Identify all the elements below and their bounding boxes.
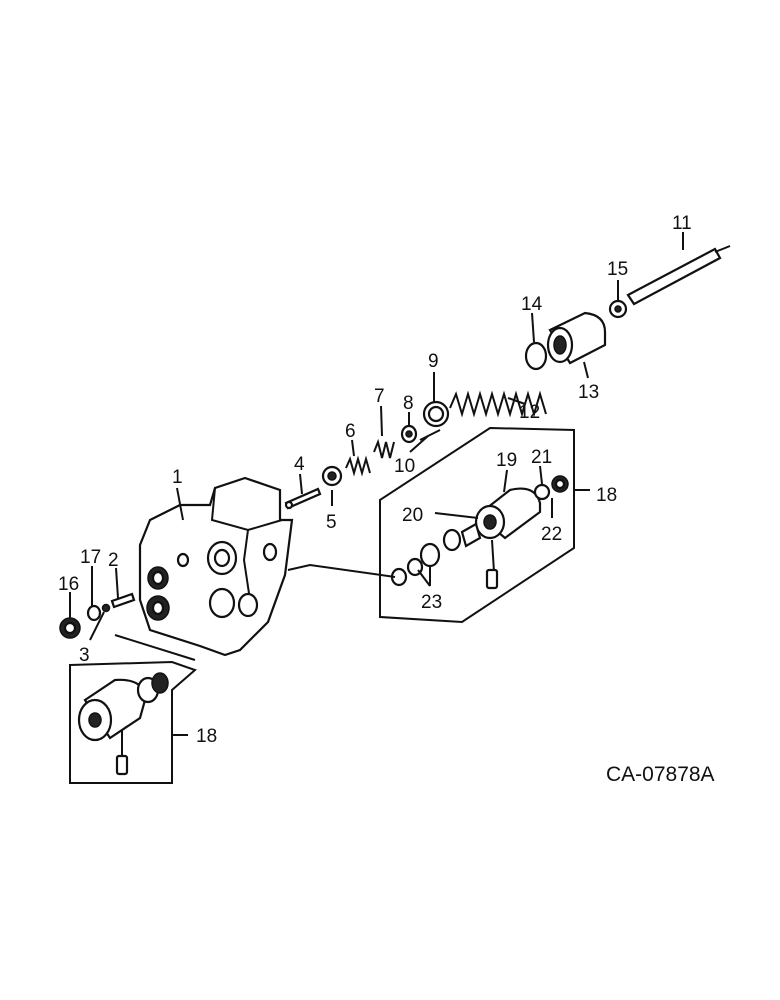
callout-9: 9 — [428, 351, 439, 372]
callout-4: 4 — [294, 454, 305, 475]
callout-11: 11 — [672, 213, 692, 234]
callout-16: 16 — [58, 574, 79, 595]
housing-13 — [546, 311, 607, 365]
spring-7 — [373, 438, 395, 459]
callout-19: 19 — [496, 450, 517, 471]
rod-11 — [626, 245, 731, 306]
callout-3: 3 — [79, 645, 90, 666]
callout-7: 7 — [374, 386, 385, 407]
callout-5: 5 — [326, 512, 337, 533]
ring-14 — [524, 341, 548, 371]
callout-12: 12 — [519, 402, 540, 423]
callout-17: 17 — [80, 547, 101, 568]
callout-21: 21 — [531, 447, 552, 468]
ball-3 — [101, 603, 111, 613]
callout-14: 14 — [521, 294, 543, 315]
callout-8: 8 — [403, 393, 414, 414]
callout-20: 20 — [402, 505, 423, 526]
solenoid-kit-box-left — [69, 634, 197, 784]
pin-4 — [284, 487, 322, 510]
solenoid-kit-box-right — [287, 426, 590, 624]
valve-body — [138, 476, 294, 657]
seat-5 — [321, 465, 343, 487]
sleeve-9 — [422, 400, 450, 428]
spring-12 — [449, 390, 547, 418]
washer-17 — [86, 604, 102, 622]
pin-10 — [419, 429, 441, 441]
callout-13: 13 — [578, 382, 599, 403]
callout-23: 23 — [421, 592, 442, 613]
pin-2 — [110, 592, 136, 609]
callout-18-left: 18 — [196, 726, 217, 747]
spring-6 — [345, 455, 371, 477]
drawing-code: CA-07878A — [606, 763, 715, 786]
washer-8 — [400, 424, 418, 444]
nut-15 — [608, 299, 628, 319]
callouts: 1 2 3 4 5 6 7 8 9 10 11 12 13 14 15 16 1… — [58, 213, 692, 747]
callout-15: 15 — [607, 259, 628, 280]
plug-16 — [59, 617, 81, 639]
callout-1: 1 — [172, 467, 183, 488]
callout-18-right: 18 — [596, 485, 617, 506]
callout-2: 2 — [108, 550, 119, 571]
callout-22: 22 — [541, 524, 562, 545]
callout-6: 6 — [345, 421, 356, 442]
leader-lines — [69, 232, 684, 641]
callout-10: 10 — [394, 456, 415, 477]
